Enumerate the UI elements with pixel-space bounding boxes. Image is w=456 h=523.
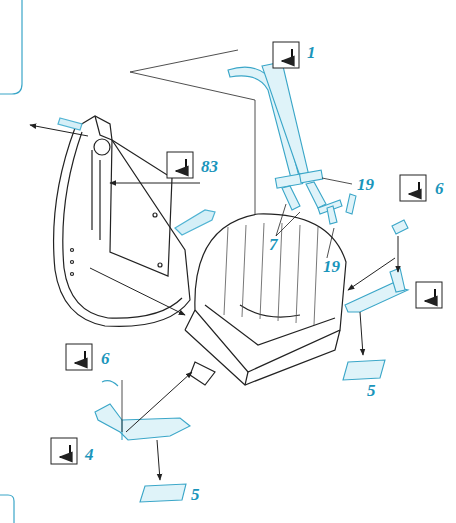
seat-back bbox=[63, 132, 182, 318]
seat-bucket bbox=[185, 310, 248, 385]
seat-back bbox=[95, 116, 112, 140]
bracket-part bbox=[58, 118, 215, 235]
step-icon-arrow bbox=[75, 351, 85, 363]
floor-plate bbox=[343, 360, 385, 380]
callout-number: 19 bbox=[356, 176, 375, 193]
callout-number: 5 bbox=[190, 486, 201, 503]
step-icon bbox=[416, 282, 442, 308]
lap-belt bbox=[102, 381, 118, 386]
seat-rib bbox=[260, 223, 264, 319]
seat-rib bbox=[242, 225, 246, 317]
leader-line bbox=[276, 204, 300, 236]
assembly-arrow bbox=[126, 372, 192, 432]
seat-back bbox=[110, 140, 172, 276]
seat-rib bbox=[224, 227, 228, 315]
step-icon-arrow bbox=[282, 49, 292, 61]
lap-belt bbox=[345, 220, 408, 312]
seat-bucket bbox=[195, 214, 346, 372]
callout-number: 19 bbox=[322, 258, 341, 275]
step-icon bbox=[66, 344, 92, 370]
page-edge bbox=[0, 495, 14, 523]
assembly-arrow bbox=[110, 183, 200, 184]
assembly-arrow bbox=[360, 312, 363, 355]
seat-bucket bbox=[190, 362, 215, 385]
leader-line bbox=[122, 178, 352, 432]
callout-number: 83 bbox=[200, 158, 219, 175]
floor-plate bbox=[140, 484, 186, 502]
assembly-arrow bbox=[30, 125, 88, 136]
step-icon-arrow bbox=[409, 182, 419, 194]
shoulder-belt bbox=[346, 194, 356, 214]
seat-rib bbox=[296, 225, 300, 323]
callout-number: 1 bbox=[306, 44, 317, 61]
step-icon bbox=[167, 152, 193, 178]
step-icon-arrow bbox=[60, 49, 435, 457]
seat-rib bbox=[278, 223, 282, 321]
step-icon-arrow bbox=[60, 445, 70, 457]
shoulder-belt bbox=[327, 206, 337, 224]
step-icon-arrow bbox=[425, 289, 435, 301]
assembly-arrow bbox=[30, 125, 398, 480]
seat-back bbox=[92, 150, 100, 240]
step-icon bbox=[273, 42, 299, 68]
seat-bucket bbox=[185, 330, 340, 385]
assembly-arrow bbox=[157, 440, 160, 480]
shoulder-belt bbox=[262, 62, 310, 182]
shoulder-belt bbox=[299, 170, 322, 183]
callout-number: 6 bbox=[434, 180, 445, 197]
page-edge bbox=[0, 0, 22, 523]
seat-back bbox=[71, 273, 74, 276]
step-icon bbox=[51, 438, 77, 464]
step-icon-arrow bbox=[176, 159, 186, 171]
callout-number: 4 bbox=[84, 446, 95, 463]
bracket-part bbox=[175, 210, 215, 235]
leader-line bbox=[326, 228, 334, 262]
lap-belt bbox=[95, 381, 190, 440]
seat-back bbox=[71, 249, 74, 252]
seat-back bbox=[153, 213, 157, 217]
assembly-arrow bbox=[348, 258, 395, 290]
seat-rib bbox=[224, 223, 318, 325]
shoulder-belt bbox=[282, 186, 300, 210]
page-edge bbox=[0, 0, 22, 94]
seat-rib bbox=[314, 227, 318, 325]
leader-line bbox=[322, 178, 352, 184]
seat-back bbox=[71, 261, 74, 264]
seat-bucket bbox=[240, 305, 300, 317]
callout-number: 5 bbox=[366, 382, 377, 399]
shoulder-belt bbox=[306, 182, 326, 208]
seat-back bbox=[54, 116, 190, 326]
step-icon bbox=[51, 42, 442, 464]
seat-back bbox=[94, 139, 110, 155]
assembly-arrow bbox=[90, 268, 185, 315]
seat-back bbox=[158, 263, 162, 267]
callout-number: 6 bbox=[100, 350, 111, 367]
bracket-part bbox=[58, 118, 82, 130]
lap-belt bbox=[392, 220, 408, 234]
assembly-arrow bbox=[398, 236, 399, 272]
lap-belt bbox=[95, 404, 190, 440]
step-icon bbox=[400, 175, 426, 201]
shoulder-belt bbox=[228, 62, 356, 224]
floor-plate bbox=[140, 360, 385, 502]
seat-back bbox=[54, 116, 190, 326]
seat-bucket bbox=[185, 214, 346, 385]
leader-line bbox=[122, 380, 123, 432]
callout-number: 7 bbox=[268, 236, 279, 253]
